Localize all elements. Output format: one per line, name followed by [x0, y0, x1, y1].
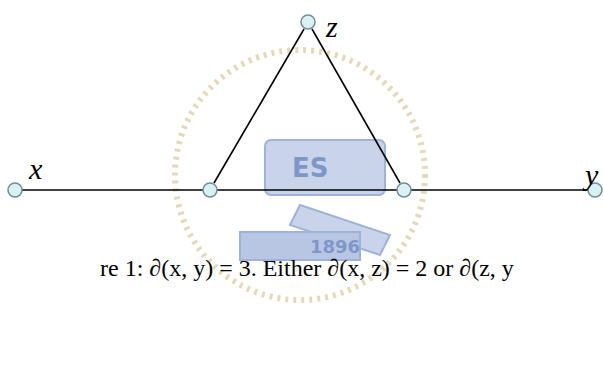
vertex-circle — [7, 182, 23, 198]
vertex: x — [7, 182, 23, 198]
vertex: z — [300, 14, 316, 30]
figure-caption: re 1: ∂(x, y) = 3. Either ∂(x, z) = 2 or… — [100, 256, 514, 280]
watermark-text: ES — [292, 155, 329, 181]
vertex: y — [587, 182, 603, 198]
vertex-circle — [300, 14, 316, 30]
vertex-label: y — [585, 160, 598, 190]
watermark-text: 1896 — [310, 238, 360, 256]
vertex-label: z — [326, 12, 338, 42]
vertex-label: x — [29, 154, 42, 184]
